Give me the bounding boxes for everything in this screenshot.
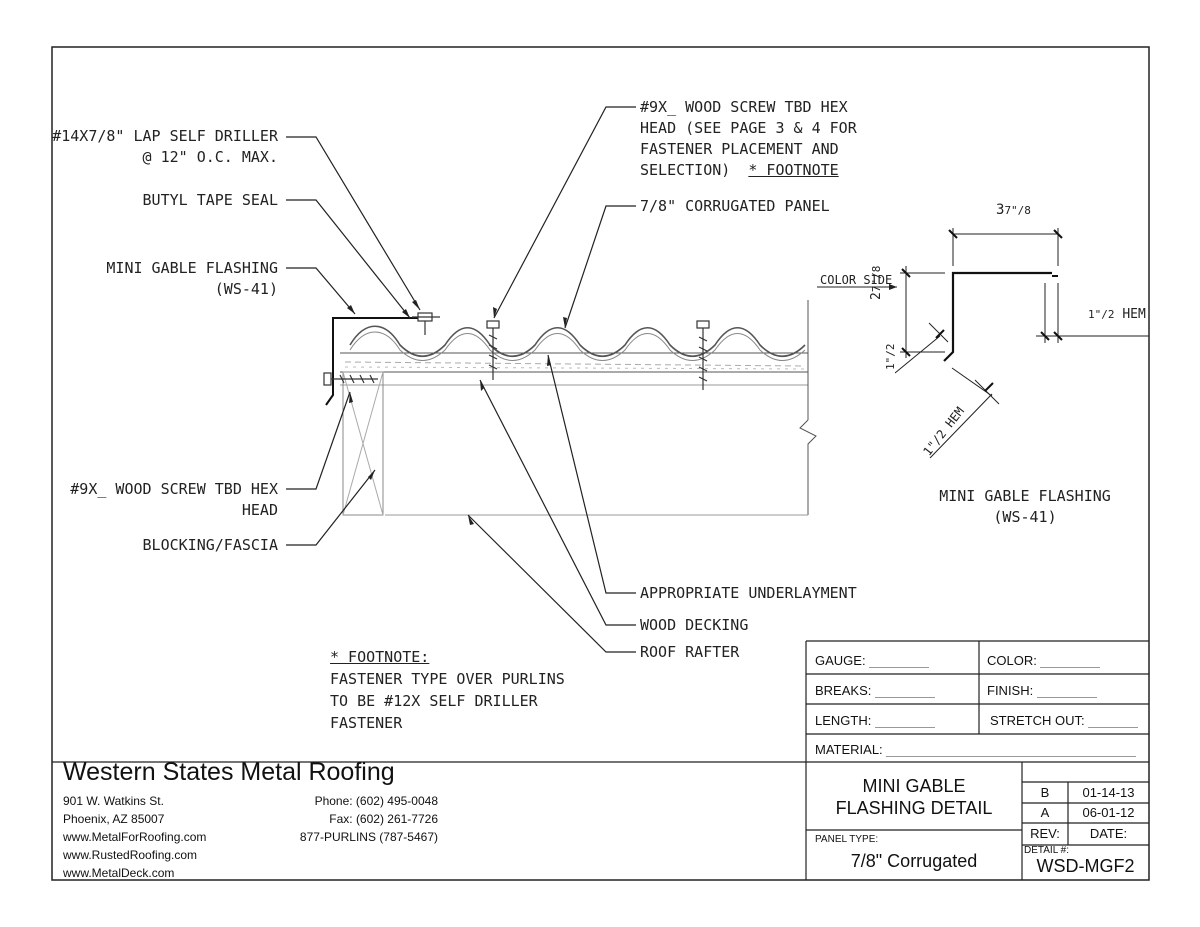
footnote-line: FASTENER TYPE OVER PURLINS <box>330 670 565 688</box>
company-name: Western States Metal Roofing <box>63 758 395 786</box>
label-line: (WS-41) <box>214 280 278 298</box>
dim-whole: 3 <box>996 202 1005 218</box>
color-blank[interactable] <box>1040 655 1101 668</box>
spec-label: FINISH: <box>987 683 1034 698</box>
panel-type-value: 7/8" Corrugated <box>850 851 978 871</box>
footnote-title: * FOOTNOTE: <box>330 648 430 666</box>
dim-fraction: 1"/2 <box>1088 308 1115 321</box>
title-line: FLASHING DETAIL <box>835 798 993 818</box>
spec-label: BREAKS: <box>815 683 872 698</box>
spec-length: LENGTH: <box>815 713 935 728</box>
label-corrugated-panel: 7/8" CORRUGATED PANEL <box>640 197 830 215</box>
title-block-grid <box>52 640 1149 880</box>
dim-hem-left: 1"/2 <box>884 343 897 371</box>
length-blank[interactable] <box>874 715 935 728</box>
footnote-reference: * FOOTNOTE <box>748 161 839 179</box>
label-wood-decking: WOOD DECKING <box>640 616 749 634</box>
spec-label: COLOR: <box>987 653 1037 668</box>
label-butyl-tape: BUTYL TAPE SEAL <box>142 191 278 209</box>
spec-label: GAUGE: <box>815 653 866 668</box>
stretch-out-blank[interactable] <box>1088 715 1139 728</box>
phone-number: Phone: (602) 495-0048 <box>314 794 438 808</box>
dim-whole: 2 <box>869 292 884 300</box>
label-wood-screw-top: #9X_ WOOD SCREW TBD HEX HEAD (SEE PAGE 3… <box>640 97 857 181</box>
dim-text: HEM <box>1122 307 1146 322</box>
label-line: HEAD <box>241 501 278 519</box>
dim-fraction: 7"/8 <box>1004 204 1031 217</box>
drawing-title: MINI GABLE FLASHING DETAIL <box>806 775 1022 819</box>
sheet-border <box>51 46 1150 881</box>
footnote-line: FASTENER <box>330 714 403 732</box>
material-blank[interactable] <box>886 744 1137 757</box>
gauge-blank[interactable] <box>869 655 930 668</box>
label-line: @ 12" O.C. MAX. <box>142 148 278 166</box>
label-wood-screw-left: #9X_ WOOD SCREW TBD HEX HEAD <box>40 479 278 521</box>
detail-number-label: DETAIL #: <box>1024 845 1070 856</box>
dim-fraction: 7"/8 <box>870 265 883 293</box>
label-line: FASTENER PLACEMENT AND <box>640 140 839 158</box>
spec-color: COLOR: <box>987 653 1101 668</box>
label-line: MINI GABLE FLASHING <box>106 259 278 277</box>
rev-b: B <box>1040 785 1050 800</box>
website-link[interactable]: www.MetalDeck.com <box>63 866 175 880</box>
fax-number: Fax: (602) 261-7726 <box>329 812 438 826</box>
rev-header: REV: <box>1030 826 1060 841</box>
detail-number: WSD-MGF2 <box>1036 856 1135 876</box>
dim-hem-right: 1"/2 HEM <box>1088 304 1146 325</box>
rev-a-date: 06-01-12 <box>1082 805 1135 820</box>
footnote-line: TO BE #12X SELF DRILLER <box>330 692 538 710</box>
spec-material: MATERIAL: <box>815 742 1137 757</box>
caption-line: MINI GABLE FLASHING <box>939 487 1111 505</box>
rev-a: A <box>1040 805 1050 820</box>
label-blocking-fascia: BLOCKING/FASCIA <box>142 536 278 554</box>
label-line: #9X_ WOOD SCREW TBD HEX <box>70 480 278 498</box>
dim-top-width: 37"/8 <box>996 200 1031 221</box>
label-lap-self-driller: #14X7/8" LAP SELF DRILLER @ 12" O.C. MAX… <box>40 126 278 168</box>
website-link[interactable]: www.RustedRoofing.com <box>63 848 198 862</box>
label-line: HEAD (SEE PAGE 3 & 4 FOR <box>640 119 857 137</box>
website-link[interactable]: www.MetalForRoofing.com <box>63 830 207 844</box>
label-line-text: SELECTION) <box>640 161 731 179</box>
footnote: * FOOTNOTE: FASTENER TYPE OVER PURLINS T… <box>330 646 565 734</box>
rev-b-date: 01-14-13 <box>1082 785 1135 800</box>
label-mini-gable-flashing: MINI GABLE FLASHING (WS-41) <box>40 258 278 300</box>
spec-gauge: GAUGE: <box>815 653 930 668</box>
toll-free-number: 877-PURLINS (787-5467) <box>299 830 438 844</box>
color-side-label: COLOR SIDE <box>820 273 893 287</box>
label-line: SELECTION) * FOOTNOTE <box>640 160 857 181</box>
caption-line: (WS-41) <box>993 508 1057 526</box>
leader-lines <box>286 106 636 653</box>
title-line: MINI GABLE <box>862 776 966 796</box>
spec-stretch-out: STRETCH OUT: <box>990 713 1139 728</box>
address-line: 901 W. Watkins St. <box>63 794 164 808</box>
address-line: Phoenix, AZ 85007 <box>63 812 165 826</box>
breaks-blank[interactable] <box>874 685 935 698</box>
spec-label: MATERIAL: <box>815 742 883 757</box>
arrowheads <box>347 300 567 525</box>
company-contact: Phone: (602) 495-0048 Fax: (602) 261-772… <box>280 792 438 846</box>
label-underlayment: APPROPRIATE UNDERLAYMENT <box>640 584 857 602</box>
label-line: #9X_ WOOD SCREW TBD HEX <box>640 98 848 116</box>
flashing-profile <box>817 228 1149 459</box>
spec-finish: FINISH: <box>987 683 1097 698</box>
spec-breaks: BREAKS: <box>815 683 935 698</box>
roof-section <box>340 300 817 516</box>
label-roof-rafter: ROOF RAFTER <box>640 643 740 661</box>
fasteners <box>323 312 710 390</box>
panel-type-label: PANEL TYPE: <box>815 834 879 845</box>
spec-label: LENGTH: <box>815 713 872 728</box>
spec-label: STRETCH OUT: <box>990 713 1085 728</box>
company-address: 901 W. Watkins St. Phoenix, AZ 85007 www… <box>63 792 206 882</box>
finish-blank[interactable] <box>1036 685 1097 698</box>
label-line: #14X7/8" LAP SELF DRILLER <box>52 127 278 145</box>
profile-caption: MINI GABLE FLASHING (WS-41) <box>900 486 1150 528</box>
dim-left-height: 27"/8 <box>866 266 887 300</box>
gable-flashing-section <box>325 317 430 406</box>
date-header: DATE: <box>1089 826 1128 841</box>
